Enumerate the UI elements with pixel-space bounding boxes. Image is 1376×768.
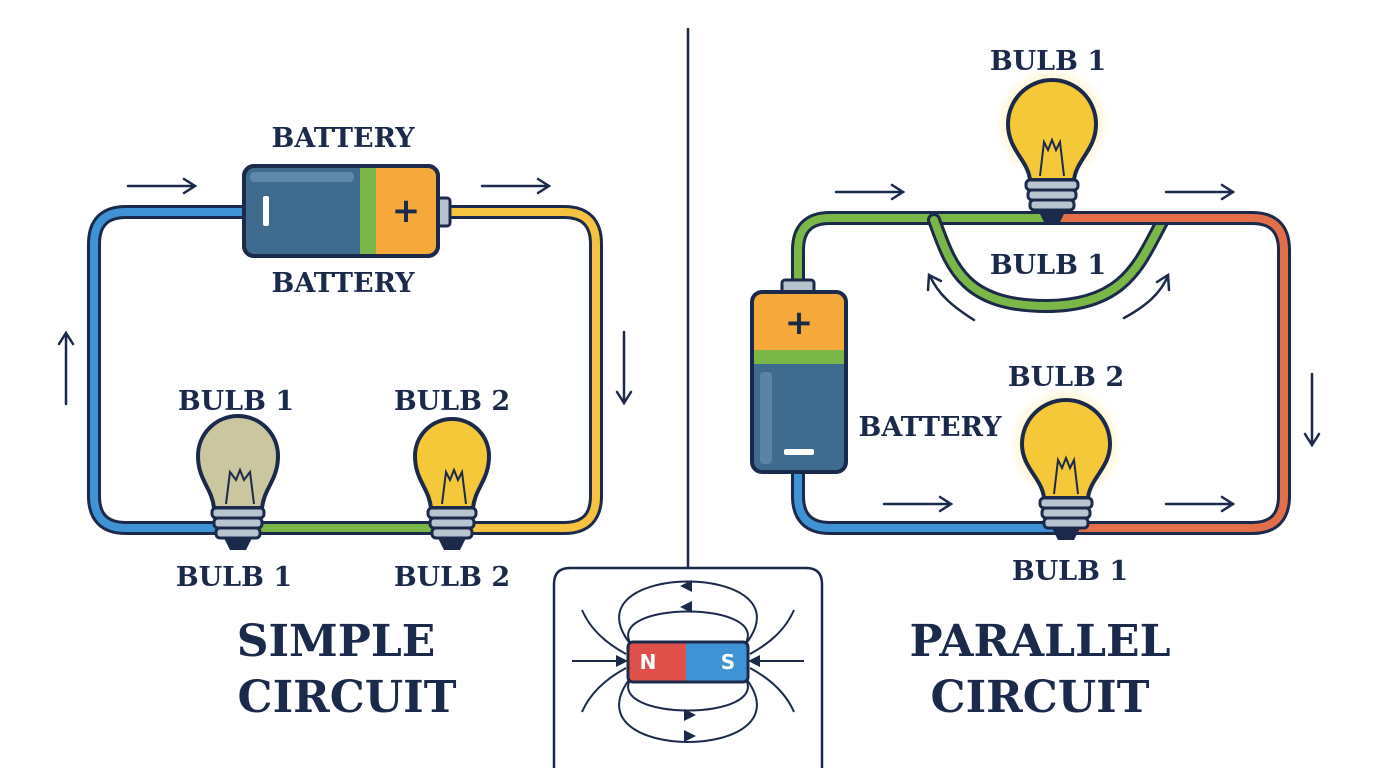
arrow-right-icon bbox=[1164, 495, 1236, 513]
magnet-panel: N S bbox=[552, 566, 824, 768]
parallel-branch-label: BULB 1 bbox=[990, 250, 1106, 281]
parallel-battery-negative-mark bbox=[784, 449, 814, 455]
simple-battery-label-bottom: BATTERY bbox=[272, 268, 416, 299]
curved-arrow-icon bbox=[926, 273, 976, 322]
arrow-right-icon bbox=[126, 177, 198, 195]
field-arrows bbox=[616, 580, 760, 742]
parallel-title-line-2: CIRCUIT bbox=[931, 672, 1150, 723]
parallel-wires bbox=[791, 211, 1291, 535]
battery-negative-mark bbox=[263, 196, 269, 226]
bar-magnet: N S bbox=[626, 640, 750, 684]
arrow-down-icon bbox=[615, 330, 633, 406]
battery-positive-sign: + bbox=[392, 191, 421, 231]
magnetic-field-lines bbox=[572, 580, 804, 743]
parallel-flow-arrows bbox=[834, 183, 1321, 513]
arrow-right-icon bbox=[480, 177, 552, 195]
simple-bulb-1-label-top: BULB 1 bbox=[178, 386, 294, 417]
parallel-bulb-bottom bbox=[1008, 386, 1124, 540]
simple-flow-arrows bbox=[57, 177, 633, 406]
parallel-bulb-top-label: BULB 1 bbox=[990, 46, 1106, 77]
simple-battery: + bbox=[242, 164, 452, 258]
parallel-bulb-2-label: BULB 2 bbox=[1008, 362, 1124, 393]
arrow-right-icon bbox=[1164, 183, 1236, 201]
parallel-title-line-1: PARALLEL bbox=[909, 616, 1170, 667]
arrow-right-icon bbox=[882, 495, 954, 513]
arrow-right-icon bbox=[834, 183, 906, 201]
arrow-down-icon bbox=[1303, 372, 1321, 448]
parallel-circuit: + BULB 1 BULB 1 BULB 2 BATTERY B bbox=[750, 46, 1321, 723]
parallel-wire-branch-green bbox=[930, 216, 1166, 310]
parallel-wire-right-red bbox=[1054, 214, 1288, 532]
parallel-bulb-top bbox=[994, 66, 1110, 222]
parallel-battery-positive-sign: + bbox=[785, 303, 814, 343]
curved-arrow-icon bbox=[1122, 272, 1171, 320]
magnet-north-label: N bbox=[640, 650, 657, 674]
simple-bulb-2-label-bottom: BULB 2 bbox=[394, 562, 510, 593]
simple-wires bbox=[87, 205, 603, 535]
parallel-bottom-bulb-label: BULB 1 bbox=[1012, 556, 1128, 587]
simple-bulb-2 bbox=[413, 417, 491, 550]
parallel-battery-label: BATTERY bbox=[859, 412, 1003, 443]
parallel-battery: + bbox=[750, 278, 848, 474]
magnet-south-label: S bbox=[721, 650, 735, 674]
simple-battery-label-top: BATTERY bbox=[272, 123, 416, 154]
simple-circuit: + BATTERY BATTERY BULB 1 BULB 2 BULB 1 B… bbox=[57, 123, 633, 723]
arrow-up-icon bbox=[57, 330, 75, 406]
simple-title-line-2: CIRCUIT bbox=[238, 672, 457, 723]
simple-bulb-1-label-bottom: BULB 1 bbox=[176, 562, 292, 593]
simple-bulb-2-label-top: BULB 2 bbox=[394, 386, 510, 417]
simple-title-line-1: SIMPLE bbox=[237, 616, 436, 667]
parallel-wire-bottom-blue bbox=[794, 466, 1076, 532]
simple-bulb-1 bbox=[196, 414, 280, 550]
